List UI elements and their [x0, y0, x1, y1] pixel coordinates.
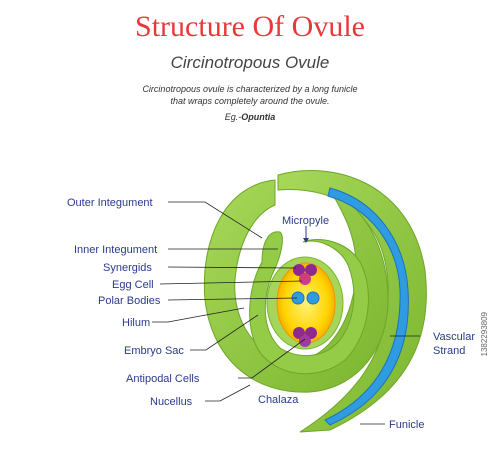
page-subtitle: Circinotropous Ovule — [170, 53, 330, 72]
label-outer-integument: Outer Integument — [67, 197, 153, 209]
description: Circinotropous ovule is characterized by… — [0, 83, 500, 107]
description-line-2: that wraps completely around the ovule. — [170, 96, 330, 106]
label-egg-cell: Egg Cell — [112, 279, 154, 291]
label-nucellus: Nucellus — [150, 396, 193, 408]
example-name: Opuntia — [241, 112, 276, 122]
inner-integument-shape — [249, 231, 369, 375]
label-funicle: Funicle — [389, 419, 424, 431]
label-embryo-sac: Embryo Sac — [124, 345, 184, 357]
label-synergids: Synergids — [103, 262, 152, 274]
stock-id: 1382293809 — [480, 312, 489, 357]
micropyle-arrowhead — [303, 238, 309, 243]
vascular-strand-shape — [324, 187, 409, 426]
label-polar-bodies: Polar Bodies — [98, 295, 161, 307]
label-inner-integument: Inner Integument — [74, 244, 157, 256]
label-micropyle: Micropyle — [282, 215, 329, 227]
synergid-right-shape — [305, 264, 317, 276]
antipodal-cell-3-shape — [299, 335, 311, 347]
polar-body-2-shape — [306, 291, 320, 305]
synergid-left-shape — [293, 264, 305, 276]
page-title: Structure Of Ovule — [135, 10, 365, 43]
leader-lines — [152, 201, 420, 425]
label-hilum: Hilum — [122, 317, 150, 329]
description-line-1: Circinotropous ovule is characterized by… — [142, 84, 358, 94]
label-antipodal-cells: Antipodal Cells — [126, 373, 200, 385]
label-strand: Strand — [433, 345, 465, 357]
example: Eg.-Opuntia — [0, 112, 500, 122]
label-vascular: Vascular — [433, 331, 475, 343]
egg-cell-shape — [299, 273, 311, 285]
label-chalaza: Chalaza — [258, 394, 299, 406]
example-prefix: Eg.- — [224, 112, 242, 122]
